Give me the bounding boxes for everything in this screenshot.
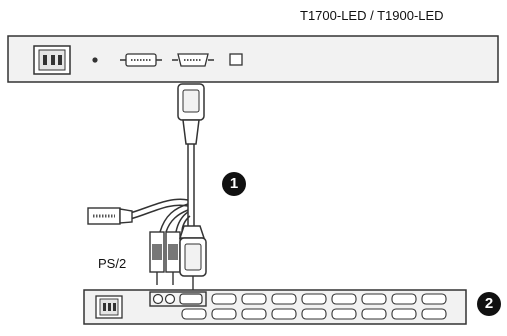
kvm-switch-panel — [83, 289, 467, 325]
computer-ports-row-1 — [211, 293, 447, 305]
vga-port-icon — [172, 53, 214, 67]
vga-plug-bottom — [178, 225, 207, 290]
power-socket-icon — [33, 45, 71, 75]
computer-ports-row-2 — [181, 308, 447, 320]
usb-port-icon — [229, 53, 243, 66]
usb-plug — [87, 207, 133, 225]
indicator-dot — [92, 57, 98, 63]
console-port-group — [149, 291, 207, 307]
monitor-panel-body — [7, 35, 499, 83]
ps2-label: PS/2 — [98, 256, 127, 271]
main-cable — [187, 144, 195, 226]
ps2-plug-left — [149, 231, 165, 285]
vga-plug-top — [177, 83, 205, 145]
kvm-power-socket-icon — [95, 295, 123, 319]
callout-2-badge: 2 — [477, 292, 501, 316]
ps2-plug-right — [165, 231, 181, 285]
model-title: T1700-LED / T1900-LED — [300, 8, 444, 23]
callout-1-badge: 1 — [222, 172, 246, 196]
dvi-port-icon — [120, 53, 162, 67]
monitor-rear-panel — [7, 35, 499, 83]
usb-branch-cable — [129, 198, 189, 220]
